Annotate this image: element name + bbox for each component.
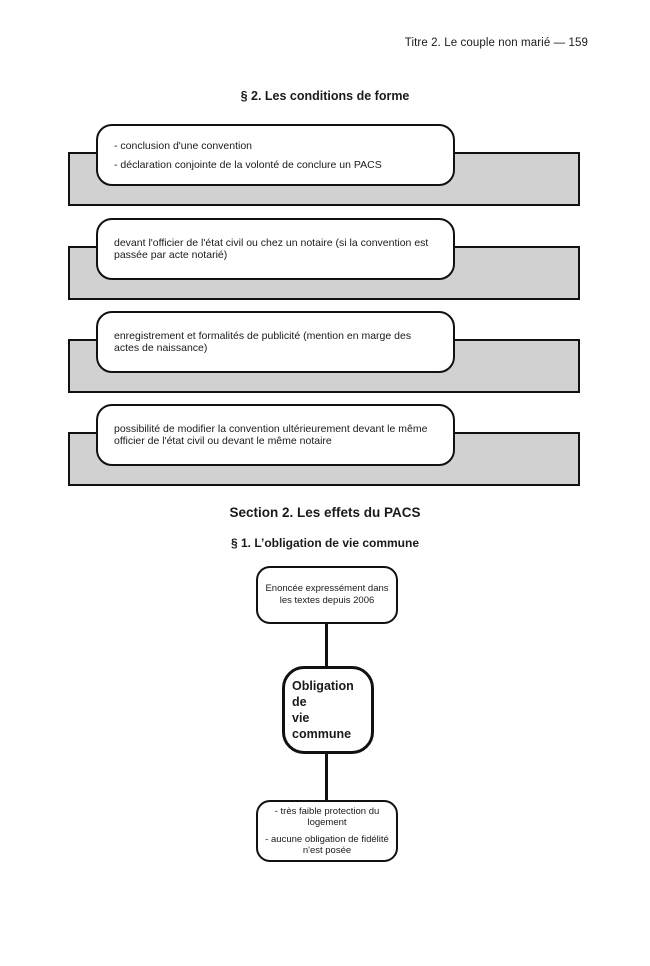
connector-line-bottom <box>325 753 328 801</box>
condition-unit-modification: possibilité de modifier la convention ul… <box>68 404 580 494</box>
condition-text-line: officier de l'état civil ou devant le mê… <box>114 435 332 447</box>
heading-conditions-de-forme: § 2. Les conditions de forme <box>240 89 410 103</box>
condition-unit-officier: devant l'officier de l'état civil ou che… <box>68 218 580 308</box>
page-header-running-title: Titre 2. Le couple non marié — 159 <box>404 37 588 49</box>
condition-text-line: - conclusion d'une convention <box>114 139 253 152</box>
condition-text-line: possibilité de modifier la convention ul… <box>114 423 428 435</box>
connector-line-top <box>325 623 328 667</box>
condition-text-line: passée par acte notarié) <box>114 249 228 261</box>
condition-bubble: - conclusion d'une convention - déclarat… <box>96 124 455 186</box>
condition-unit-convention: - conclusion d'une convention - déclarat… <box>68 124 580 214</box>
condition-bubble: devant l'officier de l'état civil ou che… <box>96 218 455 280</box>
condition-unit-enregistrement: enregistrement et formalités de publicit… <box>68 311 580 401</box>
flow-text-line: logement <box>307 817 347 828</box>
flow-text-line: n'est posée <box>302 845 352 856</box>
condition-text-line: - déclaration conjointe de la volonté de… <box>114 158 382 171</box>
flow-box-consequences: - très faible protection du logement - a… <box>256 800 398 862</box>
heading-section-effets: Section 2. Les effets du PACS <box>229 505 421 520</box>
flow-text-line: - très faible protection du <box>274 805 380 817</box>
condition-bubble: enregistrement et formalités de publicit… <box>96 311 455 373</box>
flow-text-line: les textes depuis 2006 <box>279 595 375 606</box>
flow-box-enoncee: Enoncée expressément dans les textes dep… <box>256 566 398 624</box>
condition-text-line: devant l'officier de l'état civil ou che… <box>114 237 429 249</box>
flow-text-line: Obligation de <box>292 679 354 709</box>
flow-text-line: Enoncée expressément dans <box>265 583 389 594</box>
flow-text-line: vie commune <box>292 711 352 741</box>
condition-text-line: enregistrement et formalités de publicit… <box>114 330 412 342</box>
condition-bubble: possibilité de modifier la convention ul… <box>96 404 455 466</box>
heading-obligation-vie-commune: § 1. L’obligation de vie commune <box>230 536 420 550</box>
flow-text-line: - aucune obligation de fidélité <box>265 833 389 845</box>
condition-text-line: actes de naissance) <box>114 342 208 354</box>
flow-box-obligation: Obligation de vie commune <box>282 666 374 754</box>
